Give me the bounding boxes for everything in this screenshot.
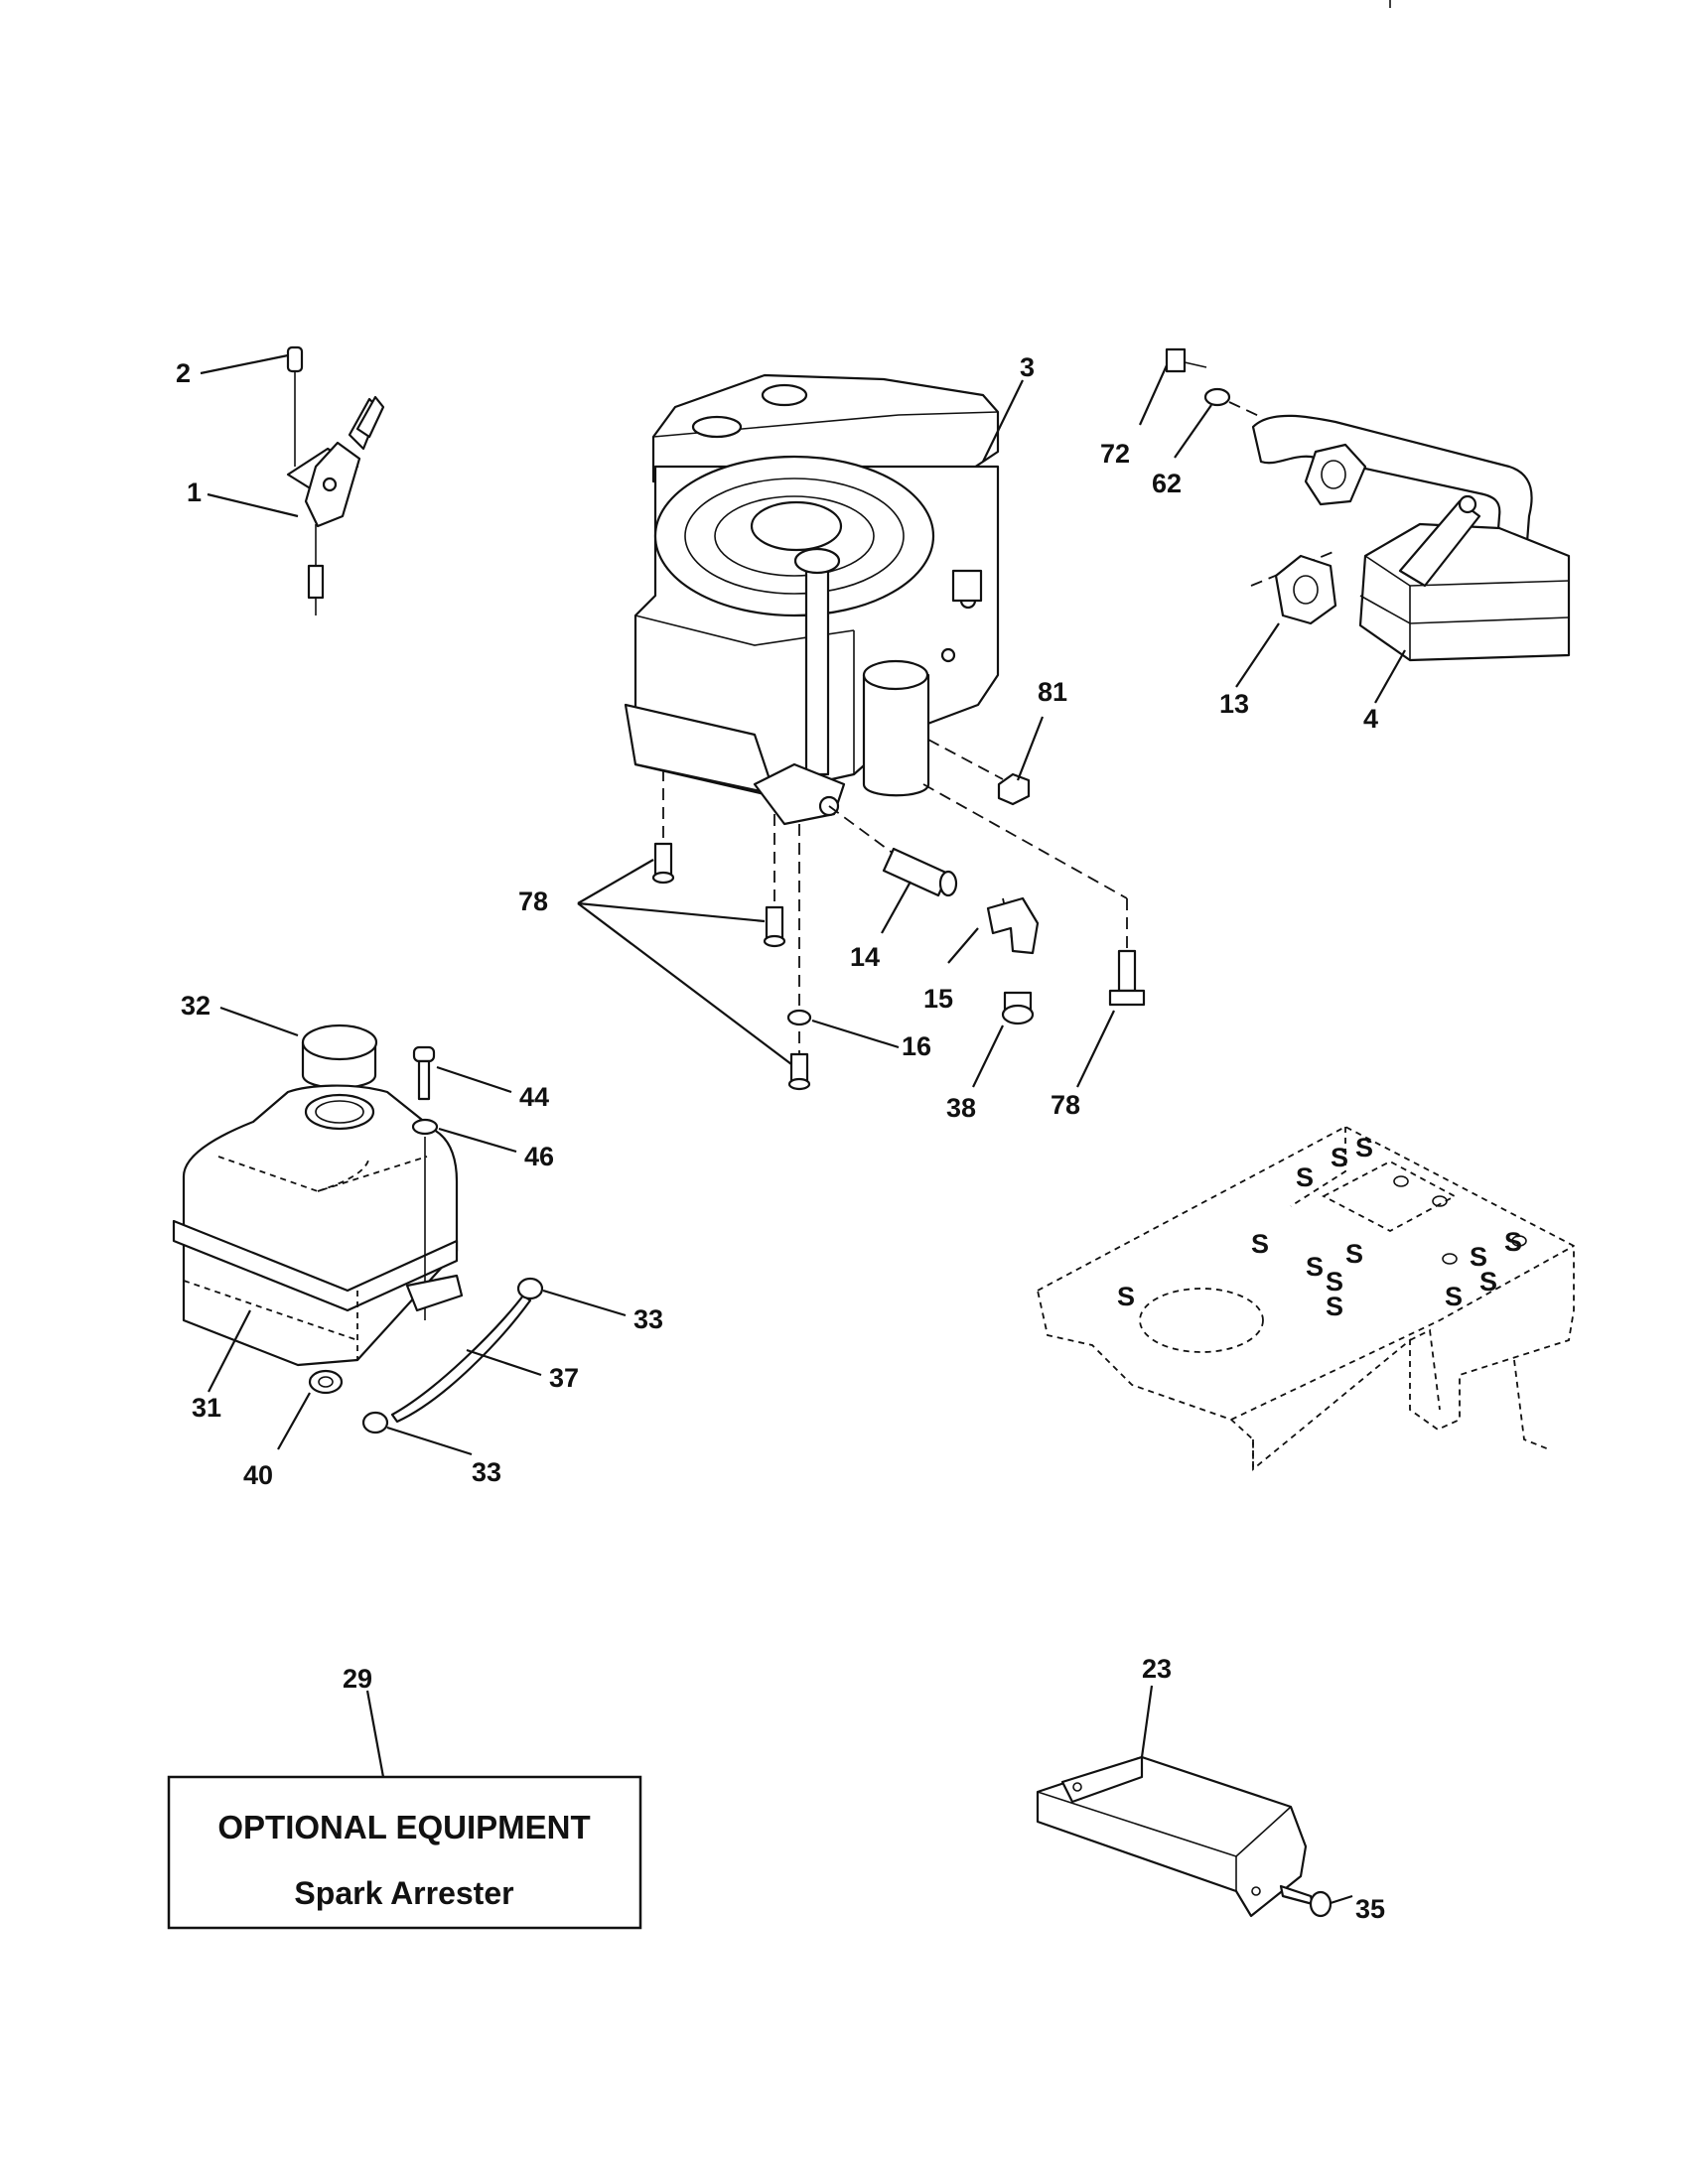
callout-78-right: 78 [1051,1090,1080,1120]
svg-text:S: S [1345,1239,1363,1269]
callout-44: 44 [519,1082,549,1112]
leader-lines [200,353,1406,1905]
callout-35: 35 [1355,1894,1385,1924]
washer-16 [786,1009,812,1026]
svg-text:S: S [1470,1242,1487,1272]
chassis-frame: S S S S S S S S S S S S S [1036,1125,1575,1471]
muffler-assembly [1165,347,1571,662]
callout-31: 31 [192,1393,221,1423]
drain-cap-38 [1001,991,1035,1025]
svg-text:S: S [1355,1133,1373,1162]
callout-labels: 2 1 3 72 62 13 4 81 78 14 15 16 38 78 32… [176,352,1385,1924]
svg-text:S: S [1504,1227,1522,1257]
callout-3: 3 [1020,352,1035,382]
callout-33-lower: 33 [472,1457,501,1487]
svg-text:S: S [1331,1143,1348,1172]
callout-23: 23 [1142,1654,1172,1684]
callout-81: 81 [1038,677,1067,707]
engine-mounting-bolts [651,842,1146,1091]
oil-drain-pipe-14 [882,847,958,897]
throttle-control-assembly [286,345,385,615]
optional-equipment-title: OPTIONAL EQUIPMENT [217,1809,590,1845]
callout-4: 4 [1363,704,1378,734]
callout-62: 62 [1152,469,1182,498]
nut-81 [997,772,1031,806]
callout-33-upper: 33 [633,1304,663,1334]
exhaust-gasket-13 [1250,550,1337,625]
callout-32: 32 [181,991,210,1021]
callout-72: 72 [1100,439,1130,469]
shield-23 [1036,1755,1308,1918]
svg-text:S: S [1117,1282,1135,1311]
callout-15: 15 [923,984,953,1014]
svg-text:S: S [1296,1162,1314,1192]
callout-37: 37 [549,1363,579,1393]
spark-arrester-label: Spark Arrester [294,1875,513,1911]
svg-text:S: S [1479,1267,1497,1297]
callout-16: 16 [902,1031,931,1061]
callout-2: 2 [176,358,191,388]
svg-text:S: S [1251,1229,1269,1259]
optional-equipment-box: OPTIONAL EQUIPMENT Spark Arrester [167,1775,642,1930]
callout-78: 78 [518,887,548,916]
callout-46: 46 [524,1142,554,1171]
callout-14: 14 [850,942,880,972]
screw-35 [1279,1884,1333,1918]
elbow-15 [986,896,1040,955]
svg-text:S: S [1445,1282,1463,1311]
callout-38: 38 [946,1093,976,1123]
svg-text:S: S [1326,1267,1343,1297]
svg-text:S: S [1326,1292,1343,1321]
callout-40: 40 [243,1460,273,1490]
callout-1: 1 [187,478,202,507]
svg-text:S: S [1306,1252,1324,1282]
callout-13: 13 [1219,689,1249,719]
callout-29: 29 [343,1664,372,1694]
engine-assembly [624,373,1000,826]
fuel-tank-assembly [172,1024,544,1434]
